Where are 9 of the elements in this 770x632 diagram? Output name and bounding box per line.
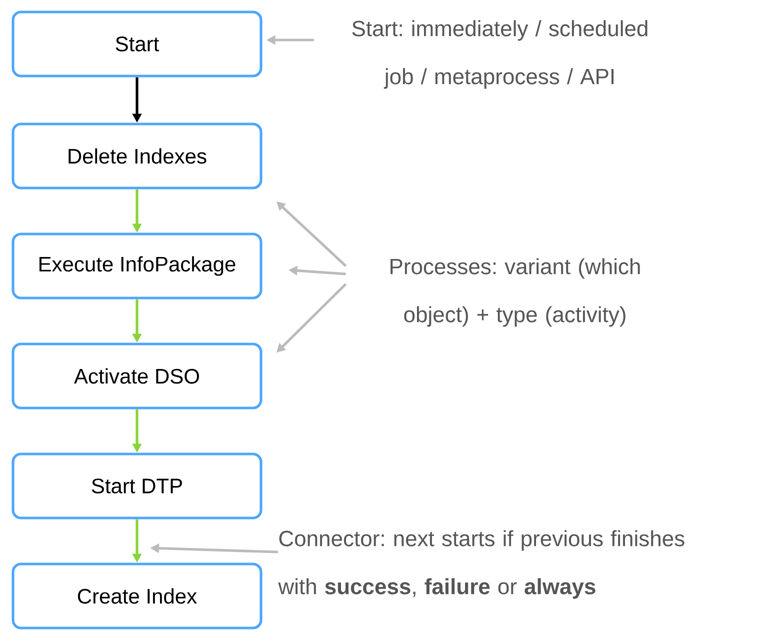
process-box: Start <box>12 10 262 78</box>
process-box: Create Index <box>12 562 262 630</box>
process-box: Execute InfoPackage <box>12 232 262 300</box>
process-box: Activate DSO <box>12 342 262 410</box>
annotation-text: Connector: next starts if previous finishes with success, failure or always <box>278 530 684 599</box>
annotation-text: Processes: variant (which object) + type (activity) <box>390 258 640 327</box>
process-box: Start DTP <box>12 452 262 520</box>
annotation-text: Start: immediately / scheduled job / metaprocess / API <box>352 20 648 89</box>
process-box: Delete Indexes <box>12 122 262 190</box>
